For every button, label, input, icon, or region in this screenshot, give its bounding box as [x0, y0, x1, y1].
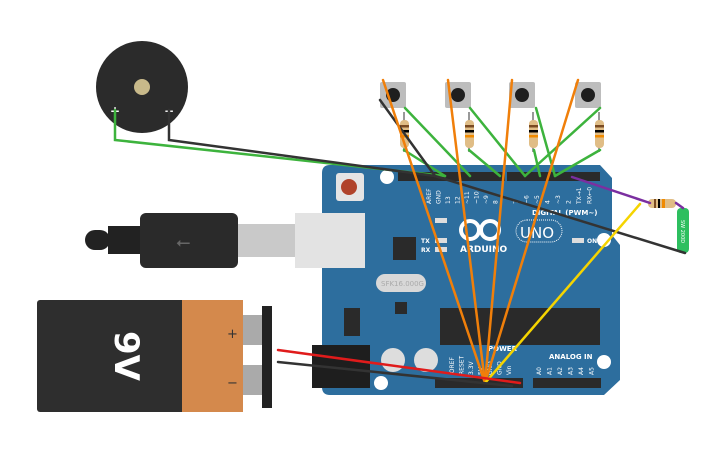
- black-wire[interactable]: [276, 360, 514, 388]
- resistor-3[interactable]: [529, 112, 538, 152]
- pin-label: IOREF: [449, 357, 456, 375]
- green-wire[interactable]: [553, 148, 602, 178]
- power-label: POWER: [488, 345, 518, 353]
- pin-label: A0: [536, 367, 543, 375]
- green-wire[interactable]: [113, 108, 447, 178]
- resistor-4[interactable]: [595, 112, 604, 152]
- pin-label: 4: [545, 200, 552, 204]
- tilt-sensor-label: SW 200D: [679, 220, 685, 243]
- pin-label: 13: [445, 196, 452, 204]
- digital-header-left: [398, 172, 505, 181]
- pin-label: 2: [566, 200, 573, 204]
- battery-label: 9V: [106, 331, 146, 382]
- green-wire[interactable]: [532, 148, 542, 178]
- pin-label: RESET: [459, 355, 466, 375]
- model-label: UNO: [520, 224, 554, 242]
- yellow-wire[interactable]: [483, 202, 642, 385]
- pin-label: Vin: [506, 365, 513, 375]
- pin-label: 12: [455, 196, 462, 204]
- orange-wire[interactable]: [483, 78, 580, 385]
- black-wire[interactable]: [167, 108, 437, 178]
- usb-icon: ⭠: [176, 232, 190, 253]
- pin-label: TX→1: [576, 187, 583, 205]
- purple-wire[interactable]: [570, 175, 652, 205]
- pin-label: ~10: [474, 191, 481, 204]
- tx-label: TX: [421, 238, 430, 245]
- pin-label: ~11: [464, 191, 471, 204]
- purple-wire[interactable]: [674, 201, 685, 210]
- red-wire[interactable]: [276, 348, 522, 385]
- pin-label: ~3: [555, 195, 562, 204]
- on-label: ON: [587, 238, 597, 245]
- pin-label: ~6: [524, 195, 531, 204]
- battery-9v[interactable]: 9V + −: [37, 300, 272, 412]
- resistor-tilt[interactable]: [648, 199, 676, 208]
- atmega-chip: [440, 308, 600, 345]
- battery-minus-label: −: [227, 376, 238, 391]
- brand-label: ARDUINO: [460, 245, 508, 255]
- orange-wire[interactable]: [381, 78, 487, 385]
- pin-label: A1: [547, 367, 554, 375]
- green-wire[interactable]: [467, 148, 502, 178]
- pin-label: A5: [589, 367, 596, 375]
- resistor-2[interactable]: [465, 112, 474, 152]
- crystal-label: SFK16.000G: [381, 280, 424, 288]
- rx-label: RX: [421, 247, 431, 254]
- battery-plus-label: +: [227, 327, 238, 342]
- pin-label: GND: [497, 361, 504, 375]
- orange-wire[interactable]: [483, 78, 514, 385]
- green-wire[interactable]: [523, 106, 602, 178]
- piezo-buzzer[interactable]: + −: [96, 41, 188, 133]
- black-wire[interactable]: [433, 174, 687, 255]
- digital-label: DIGITAL (PWM~): [532, 209, 597, 217]
- pin-label: AREF: [426, 188, 433, 204]
- tilt-sensor[interactable]: SW 200D: [677, 208, 689, 253]
- pin-label: A4: [578, 367, 585, 375]
- analog-header: [533, 378, 601, 388]
- pin-label: GND: [436, 190, 443, 204]
- pin-label: 8: [493, 200, 500, 204]
- pin-label: RX←0: [587, 187, 594, 204]
- pin-label: A2: [557, 367, 564, 375]
- pin-label: ~5: [534, 195, 541, 204]
- green-wire[interactable]: [468, 106, 527, 178]
- pushbutton-3[interactable]: [509, 82, 535, 108]
- pushbutton-4[interactable]: [575, 82, 601, 108]
- digital-header-right: [507, 172, 600, 181]
- pin-label: 3.3V: [468, 360, 475, 375]
- black-wire[interactable]: [378, 98, 437, 178]
- analog-label: ANALOG IN: [549, 353, 593, 361]
- orange-wire[interactable]: [446, 78, 487, 385]
- usb-cable[interactable]: ⭠: [85, 213, 365, 268]
- pin-label: ~9: [483, 195, 490, 204]
- pin-label: A3: [568, 367, 575, 375]
